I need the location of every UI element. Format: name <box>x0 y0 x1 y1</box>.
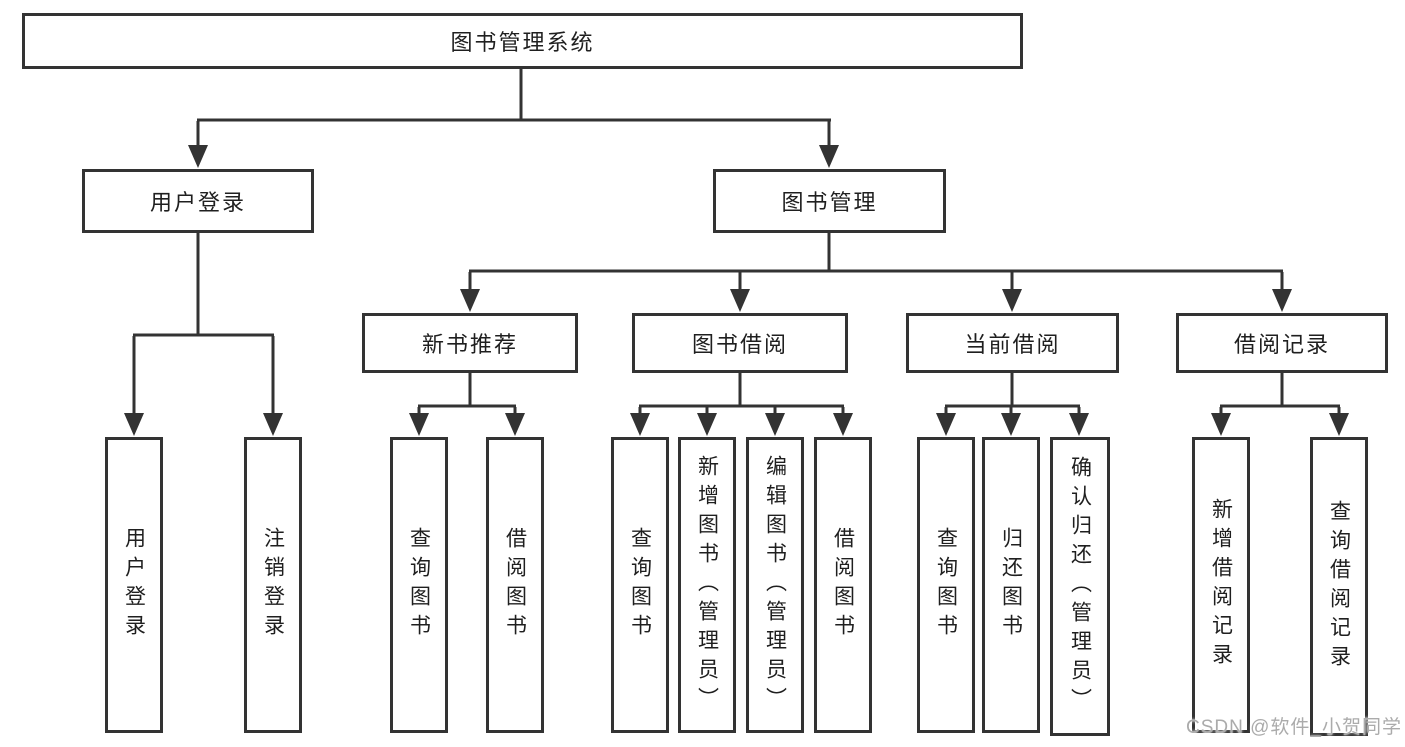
node-borrow-records: 借阅记录 <box>1176 313 1388 373</box>
leaf-user-login-label: 用户登录 <box>122 527 146 643</box>
leaf-add-book-admin: 新增图书（管理员） <box>678 437 736 733</box>
leaf-logout: 注销登录 <box>244 437 302 733</box>
node-user-login: 用户登录 <box>82 169 314 233</box>
node-book-management: 图书管理 <box>713 169 946 233</box>
leaf-query-books-borrow-label: 查询图书 <box>628 527 652 643</box>
leaf-query-books-recommend: 查询图书 <box>390 437 448 733</box>
watermark: CSDN @软件_小贺同学 <box>1186 717 1402 738</box>
leaf-add-borrow-record: 新增借阅记录 <box>1192 437 1250 733</box>
leaf-return-book: 归还图书 <box>982 437 1040 733</box>
leaf-user-login: 用户登录 <box>105 437 163 733</box>
node-borrow-records-label: 借阅记录 <box>1233 332 1330 357</box>
leaf-query-books-borrow: 查询图书 <box>611 437 669 733</box>
leaf-edit-book-admin-label: 编辑图书（管理员） <box>763 454 787 716</box>
node-user-login-label: 用户登录 <box>149 190 246 215</box>
leaf-query-borrow-record-label: 查询借阅记录 <box>1327 499 1351 674</box>
leaf-query-borrow-record: 查询借阅记录 <box>1310 437 1368 736</box>
leaf-return-book-label: 归还图书 <box>999 527 1023 643</box>
leaf-confirm-return-admin-label: 确认归还（管理员） <box>1068 456 1092 717</box>
node-new-book-recommend: 新书推荐 <box>362 313 578 373</box>
leaf-borrow-books-recommend: 借阅图书 <box>486 437 544 733</box>
leaf-query-books-current: 查询图书 <box>917 437 975 733</box>
leaf-logout-label: 注销登录 <box>261 527 285 643</box>
node-new-book-recommend-label: 新书推荐 <box>421 332 518 357</box>
node-book-borrow: 图书借阅 <box>632 313 848 373</box>
leaf-edit-book-admin: 编辑图书（管理员） <box>746 437 804 733</box>
node-root-label: 图书管理系统 <box>450 30 595 55</box>
leaf-confirm-return-admin: 确认归还（管理员） <box>1050 437 1110 736</box>
node-current-borrow-label: 当前借阅 <box>964 332 1061 357</box>
node-current-borrow: 当前借阅 <box>906 313 1119 373</box>
leaf-borrow-books-recommend-label: 借阅图书 <box>503 527 527 643</box>
node-book-borrow-label: 图书借阅 <box>691 332 788 357</box>
leaf-add-borrow-record-label: 新增借阅记录 <box>1209 498 1233 672</box>
leaf-query-books-recommend-label: 查询图书 <box>407 527 431 643</box>
leaf-add-book-admin-label: 新增图书（管理员） <box>695 454 719 716</box>
node-root: 图书管理系统 <box>22 13 1023 69</box>
node-book-management-label: 图书管理 <box>781 190 878 215</box>
leaf-borrow-book: 借阅图书 <box>814 437 872 733</box>
leaf-borrow-book-label: 借阅图书 <box>831 527 855 643</box>
leaf-query-books-current-label: 查询图书 <box>934 527 958 643</box>
